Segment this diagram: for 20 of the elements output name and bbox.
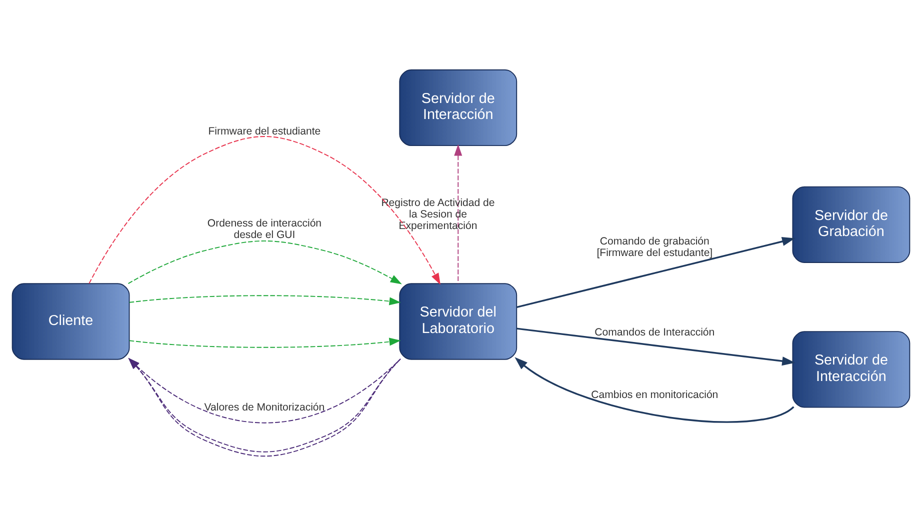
arrow: [128, 240, 402, 284]
edge-label: Comandos de Interacción: [594, 326, 715, 338]
node-box: Servidor de Grabación: [792, 186, 910, 263]
node-box: Cliente: [12, 282, 130, 360]
arrow: [128, 337, 401, 348]
arrow: [454, 144, 462, 284]
arrow: [514, 356, 794, 422]
arrow: [128, 294, 401, 305]
arrow: [516, 236, 796, 308]
arrow: [88, 136, 440, 284]
node-box: Servidor del Laboratorio: [399, 282, 518, 360]
edge-label: Cambios en monitoricación: [591, 388, 718, 401]
node-box: Servidor de Interacción: [399, 68, 518, 146]
edge-label: Firmware del estudiante: [208, 124, 321, 137]
node-box: Servidor de Interacción: [792, 330, 910, 408]
arrow: [128, 357, 402, 423]
arrow: [516, 327, 796, 366]
edge-label: Valores de Monitorización: [204, 400, 325, 413]
edge-label: Ordeness de interacción desde el GUI: [207, 216, 322, 240]
edge-label: Comando de grabación [Firmware del estudante]: [596, 235, 713, 259]
